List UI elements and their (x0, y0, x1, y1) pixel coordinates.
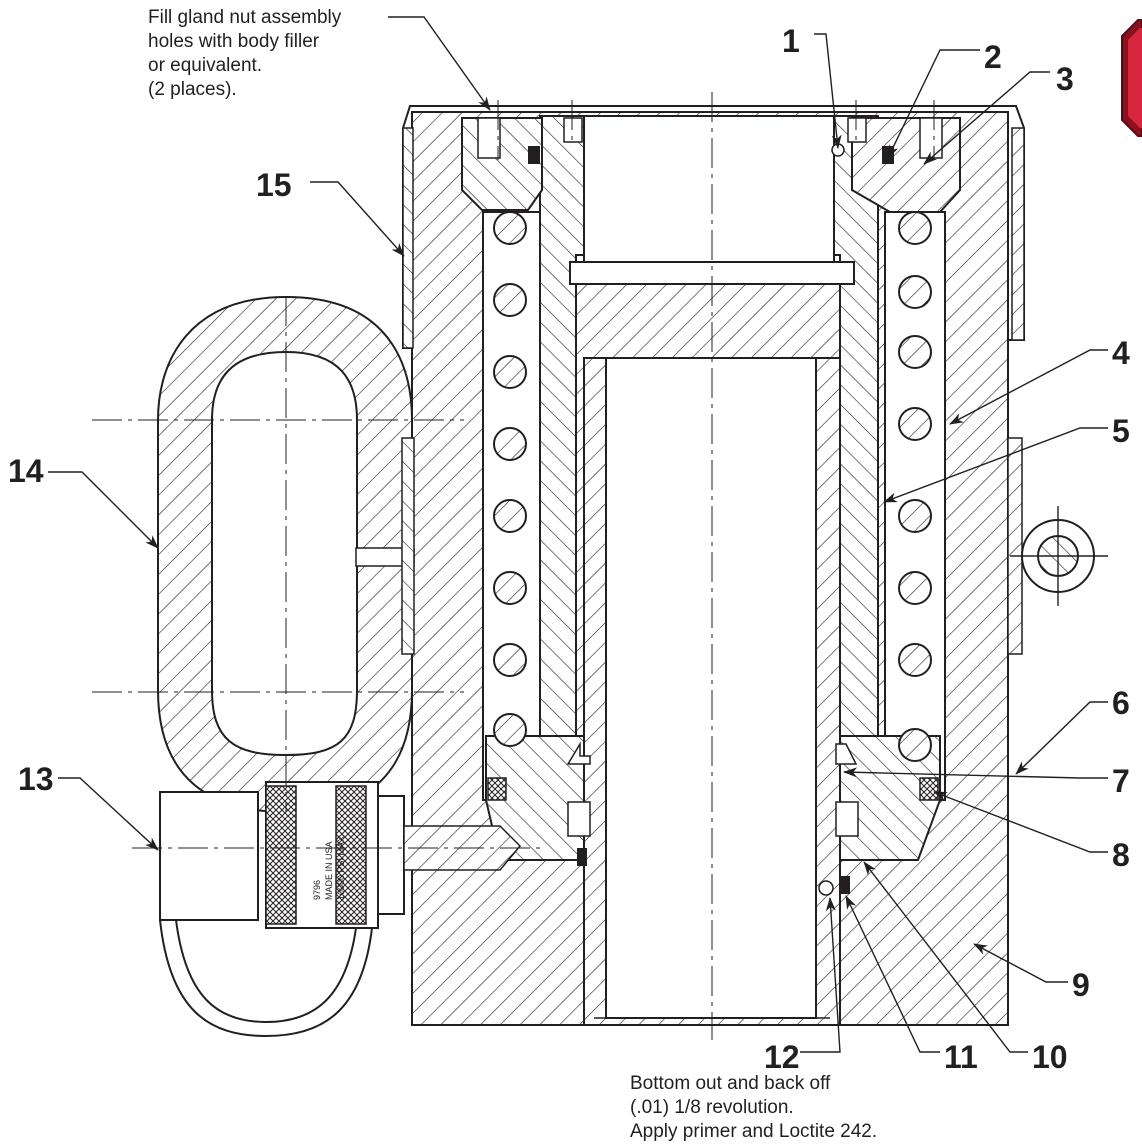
gland-note-line-4: (2 places). (148, 79, 237, 100)
spring-coil (898, 728, 932, 762)
leader-lines (48, 16, 1108, 1053)
callout-14: 14 (8, 453, 44, 489)
spring-coil (493, 427, 527, 461)
spring-coil (898, 499, 932, 533)
spring-coil (898, 407, 932, 441)
assembly-note: Bottom out and back off (.01) 1/8 revolu… (630, 1072, 877, 1144)
callout-6: 6 (1112, 685, 1130, 721)
callout-8: 8 (1112, 837, 1130, 873)
gland-note-line-2: holes with body filler (148, 31, 320, 52)
assembly-note-line-3: Apply primer and Loctite 242. (630, 1121, 878, 1142)
spring-coil (898, 571, 932, 605)
callout-1: 1 (782, 23, 800, 59)
callout-10: 10 (1032, 1039, 1068, 1075)
spring-coil (493, 571, 527, 605)
callout-9: 9 (1072, 967, 1090, 1003)
red-gem-icon (1121, 19, 1142, 137)
gland-note-line-3: or equivalent. (148, 55, 263, 76)
stamp-line-1: 9796 (312, 880, 322, 900)
gland-nut (461, 117, 961, 213)
callout-4: 4 (1112, 335, 1130, 371)
spring-coil (898, 275, 932, 309)
spring-coil (898, 211, 932, 245)
callout-13: 13 (18, 761, 54, 797)
spring-coil (493, 499, 527, 533)
assembly-note-line-2: (.01) 1/8 revolution. (630, 1097, 794, 1118)
spring-coil (493, 283, 527, 317)
side-lug (1007, 437, 1108, 655)
centerlines (92, 92, 935, 1040)
callout-5: 5 (1112, 413, 1130, 449)
callout-12: 12 (764, 1039, 800, 1075)
spring-coil (493, 211, 527, 245)
spring-coil (898, 335, 932, 369)
callout-3: 3 (1056, 61, 1074, 97)
spring-coil (493, 713, 527, 747)
return-spring (493, 211, 932, 762)
callout-15: 15 (256, 167, 292, 203)
callout-11: 11 (944, 1039, 978, 1075)
stamp-line-2: MADE IN USA (324, 841, 334, 900)
stamp-line-3: 10000 PSI MAX (336, 836, 346, 900)
carry-handle (157, 295, 415, 814)
callout-labels: 1 2 3 4 5 6 7 8 9 10 11 12 13 14 15 (8, 23, 1130, 1075)
spring-coil (493, 355, 527, 389)
assembly-note-line-1: Bottom out and back off (630, 1073, 831, 1094)
gland-note-line-1: Fill gland nut assembly (148, 7, 342, 28)
spring-coil (493, 643, 527, 677)
quick-coupler: 9796 MADE IN USA 10000 PSI MAX (159, 781, 522, 1038)
gland-nut-note: Fill gland nut assembly holes with body … (148, 6, 341, 102)
piston-seals (487, 741, 939, 896)
collar (402, 105, 1025, 349)
callout-2: 2 (984, 39, 1002, 75)
callout-7: 7 (1112, 763, 1130, 799)
spring-coil (898, 643, 932, 677)
